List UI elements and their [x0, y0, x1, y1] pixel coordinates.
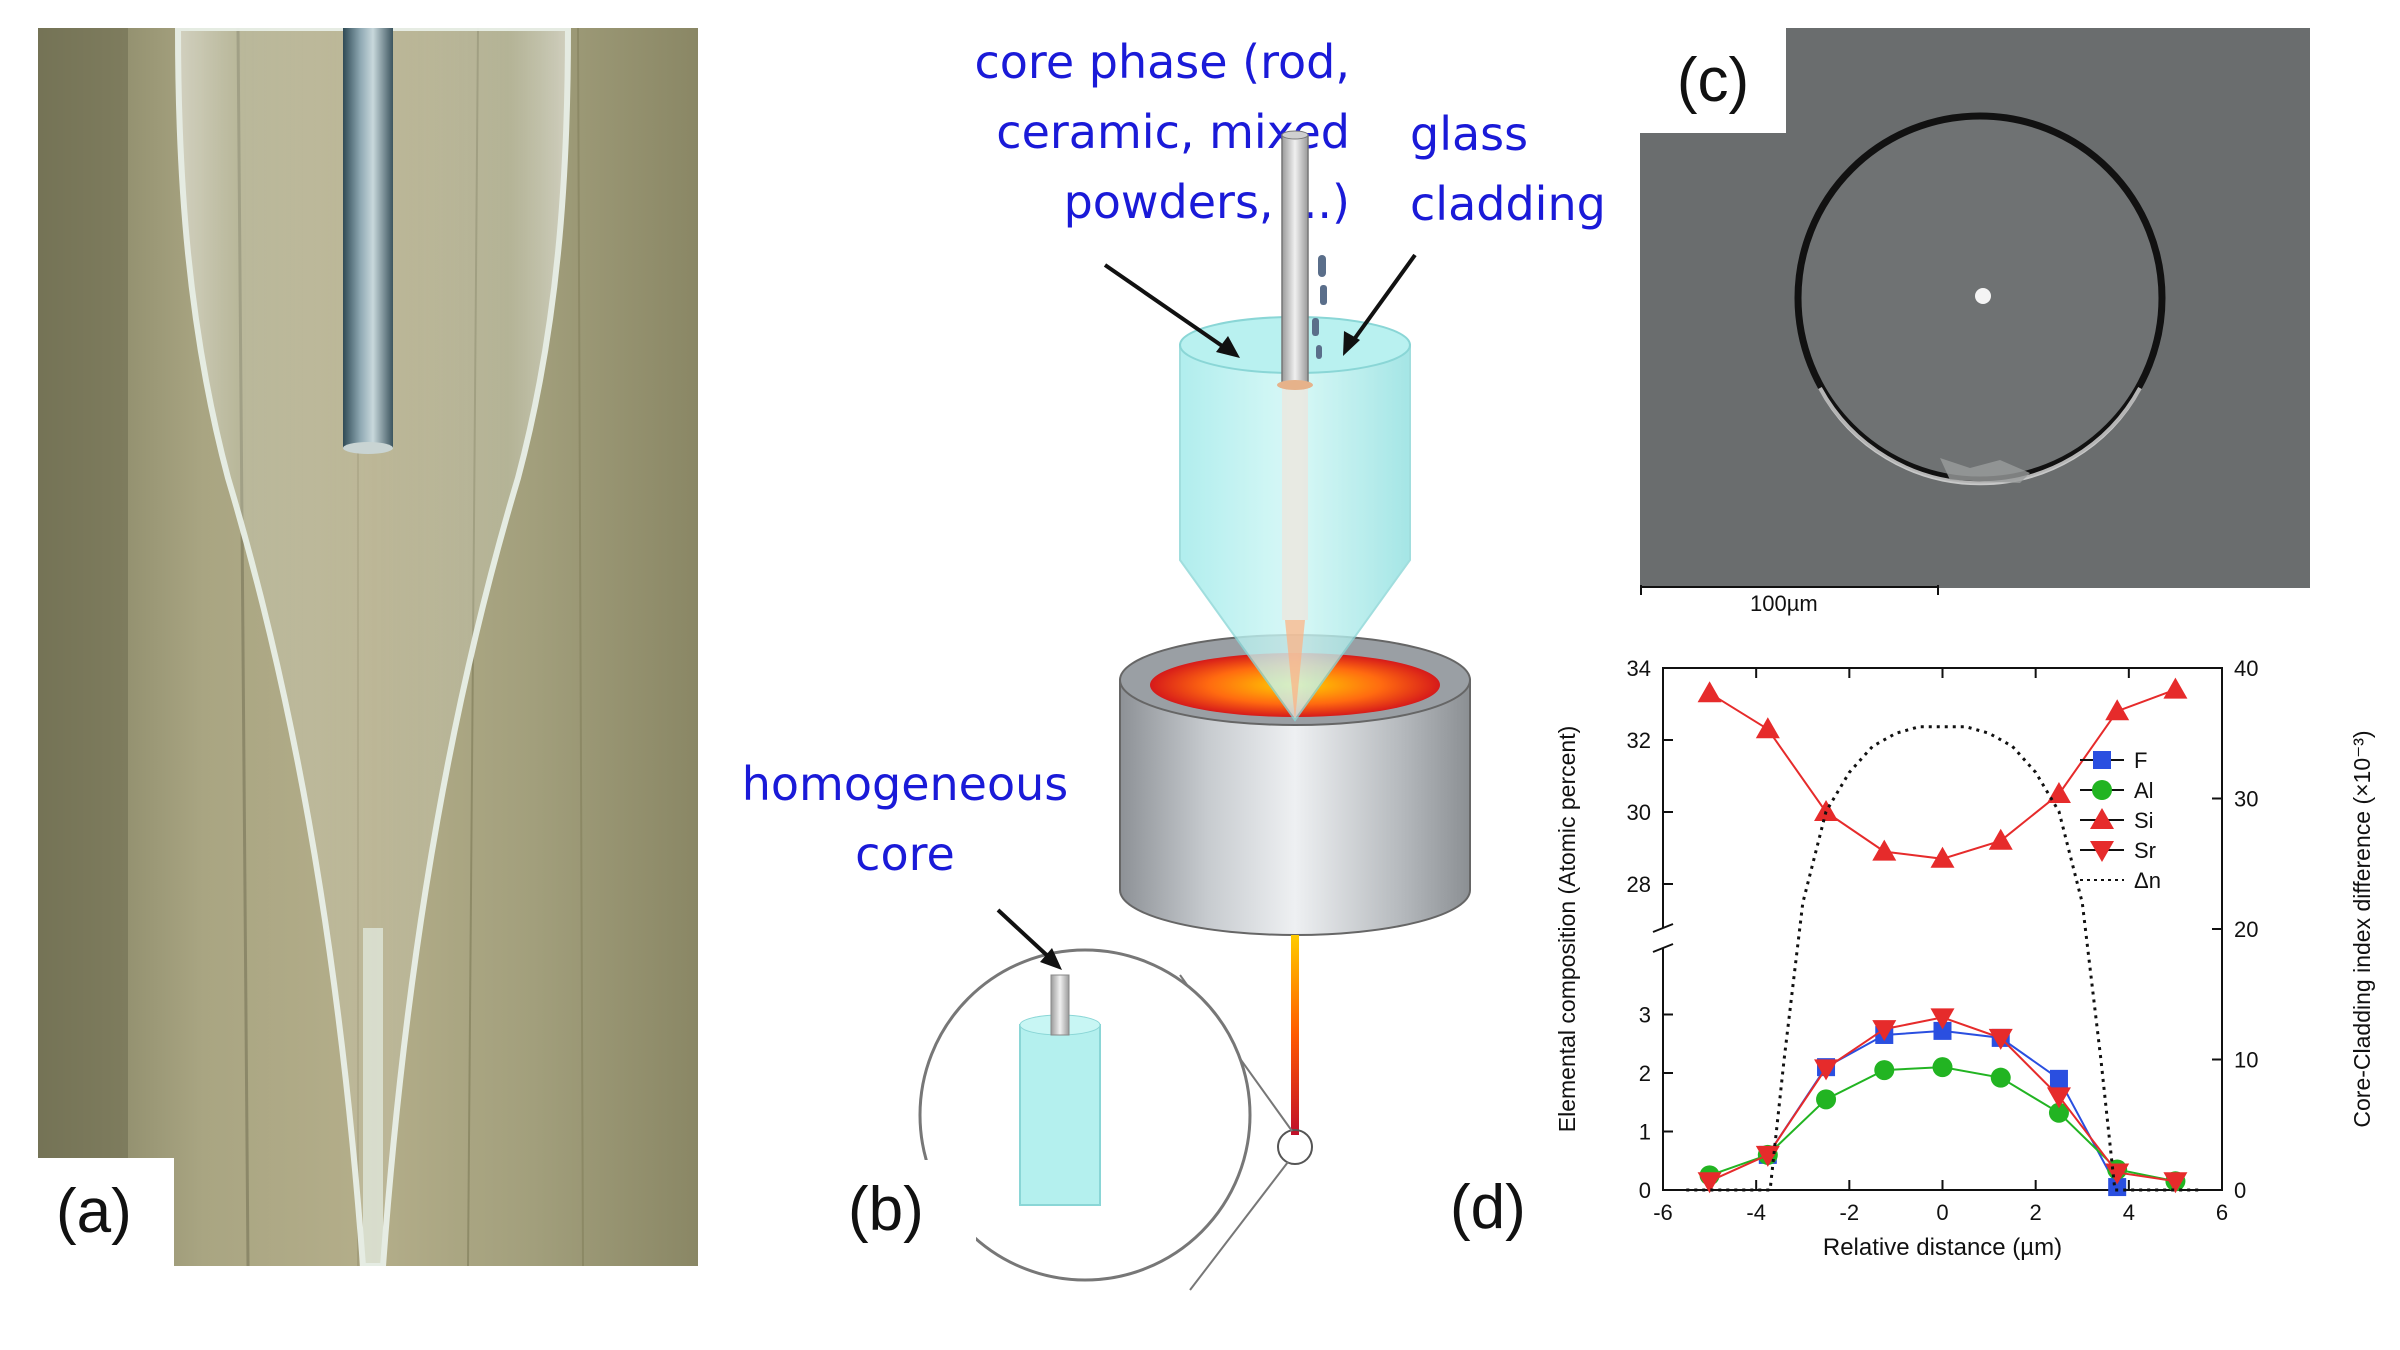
data-point: [2046, 1087, 2071, 1109]
data-point: [2092, 780, 2112, 800]
y-axis-label: Elemental composition (Atomic percent): [1554, 726, 1580, 1133]
x-tick-label: 4: [2123, 1200, 2135, 1225]
axis-break-mark: [1652, 923, 1674, 933]
panel-label-d: (d): [1432, 1158, 1578, 1258]
data-point: [1697, 681, 1722, 703]
data-point: [1874, 1060, 1895, 1081]
panel-label-a: (a): [38, 1158, 174, 1266]
homogeneous-core-label-1: homogeneous: [741, 757, 1069, 811]
glass-cladding-label-2: cladding: [1410, 177, 1606, 231]
y-tick-label: 30: [1627, 800, 1651, 825]
x-tick-label: 0: [1936, 1200, 1948, 1225]
sem-cross-section: (c): [1640, 28, 2310, 588]
y-tick-label: 32: [1627, 728, 1651, 753]
x-tick-label: 6: [2216, 1200, 2228, 1225]
panel-label-c: (c): [1640, 28, 1786, 133]
y2-tick-label: 40: [2234, 656, 2258, 681]
core-phase-label-1: core phase (rod,: [974, 35, 1350, 89]
data-point: [1755, 717, 1780, 739]
data-point: [2090, 841, 2114, 862]
x-tick-label: -2: [1840, 1200, 1860, 1225]
data-point: [2163, 677, 2188, 699]
glass-cladding-label-1: glass: [1410, 107, 1529, 161]
plot-frame: [1662, 667, 2223, 1191]
y2-tick-label: 0: [2234, 1178, 2246, 1203]
legend-label: Sr: [2134, 838, 2156, 863]
data-point: [1990, 1067, 2011, 1088]
data-point: [1814, 800, 1839, 821]
data-point: [2048, 1102, 2069, 1123]
y2-tick-label: 30: [2234, 787, 2258, 812]
legend-label: Al: [2134, 778, 2154, 803]
data-point: [1930, 1008, 1955, 1030]
data-point: [1933, 1021, 1952, 1040]
data-point: [1932, 1057, 1953, 1078]
y2-axis-label: Core-Cladding index difference (×10⁻³): [2349, 730, 2375, 1127]
preform-photo-image: [38, 25, 698, 1269]
homogeneous-core-label-2: core: [855, 827, 955, 881]
legend-label: F: [2134, 748, 2147, 773]
data-point: [2046, 782, 2071, 803]
legend-label: Δn: [2134, 868, 2161, 893]
data-point: [1697, 1172, 1722, 1194]
legend-label: Si: [2134, 808, 2154, 833]
data-point: [1988, 1028, 2013, 1050]
y-tick-label: 28: [1627, 872, 1651, 897]
schematic-panel: core phase (rod, ceramic, mixed powders,…: [700, 0, 1620, 1300]
data-point: [1816, 1089, 1837, 1110]
data-point: [1872, 839, 1897, 861]
series-line: [1686, 725, 2199, 1192]
panel-label-b: (b): [830, 1160, 976, 1260]
x-axis-label: Relative distance (µm): [1823, 1234, 2062, 1261]
x-tick-label: 2: [2030, 1200, 2042, 1225]
axis-break-mark: [1652, 943, 1674, 953]
series-line: [1709, 1016, 2176, 1183]
y-tick-label: 1: [1639, 1120, 1651, 1145]
y2-tick-label: 20: [2234, 917, 2258, 942]
data-point: [2049, 1069, 2068, 1088]
y2-tick-label: 10: [2234, 1048, 2258, 1073]
scale-bar-line: [1640, 585, 1939, 595]
y-tick-label: 34: [1627, 656, 1651, 681]
data-point: [1814, 1059, 1839, 1081]
draw-tower-diagram: [918, 130, 1471, 1291]
data-point: [1930, 846, 1955, 868]
scale-bar-label: 100µm: [1750, 591, 1818, 616]
y-tick-label: 3: [1639, 1003, 1651, 1028]
axis-break-gap: [1655, 928, 1671, 948]
x-tick-label: -6: [1653, 1200, 1673, 1225]
data-point: [1988, 828, 2013, 850]
data-point: [2093, 751, 2111, 769]
data-point: [2105, 699, 2130, 721]
y-tick-label: 0: [1639, 1178, 1651, 1203]
y-tick-label: 2: [1639, 1061, 1651, 1086]
data-point: [2163, 1172, 2188, 1194]
series-line: [1709, 688, 2176, 860]
data-point: [2090, 808, 2114, 829]
preform-photo: (a): [38, 25, 698, 1269]
x-tick-label: -4: [1746, 1200, 1766, 1225]
data-point: [1872, 1020, 1897, 1042]
scale-bar: 100µm: [1640, 585, 1940, 625]
